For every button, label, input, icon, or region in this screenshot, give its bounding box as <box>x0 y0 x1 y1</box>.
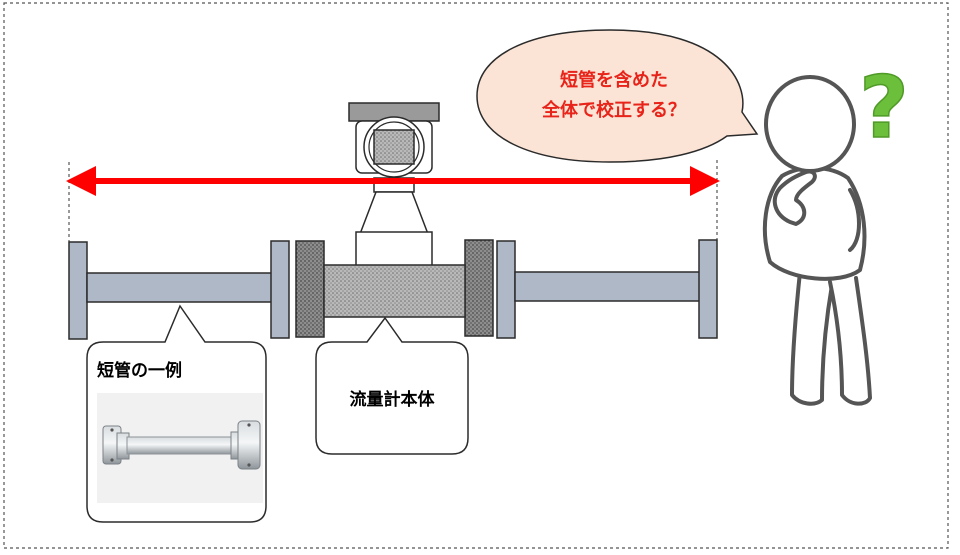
display-window <box>373 129 415 165</box>
meter-tube <box>323 264 466 318</box>
right-short-pipe <box>496 239 718 339</box>
meter-flange-left <box>295 240 325 338</box>
meter-neck <box>358 191 430 235</box>
speech-line-1: 短管を含めた <box>560 69 668 91</box>
short-pipe-example-label: 短管の一例 <box>97 360 182 381</box>
thinking-person <box>762 75 872 406</box>
short-pipe-photo <box>97 393 263 503</box>
speech-line-2: 全体で校正する？ <box>541 99 686 121</box>
flowmeter <box>295 102 494 338</box>
meter-flange-right <box>464 239 494 337</box>
short-pipe-callout: 短管の一例 <box>86 304 267 523</box>
flowmeter-callout: 流量計本体 <box>315 316 469 455</box>
speech-bubble: 短管を含めた 全体で校正する？ <box>476 29 759 163</box>
span-arrow <box>66 166 720 196</box>
left-short-pipe <box>68 240 290 340</box>
question-mark-icon: ? <box>859 58 909 158</box>
flowmeter-body-label: 流量計本体 <box>350 389 436 410</box>
